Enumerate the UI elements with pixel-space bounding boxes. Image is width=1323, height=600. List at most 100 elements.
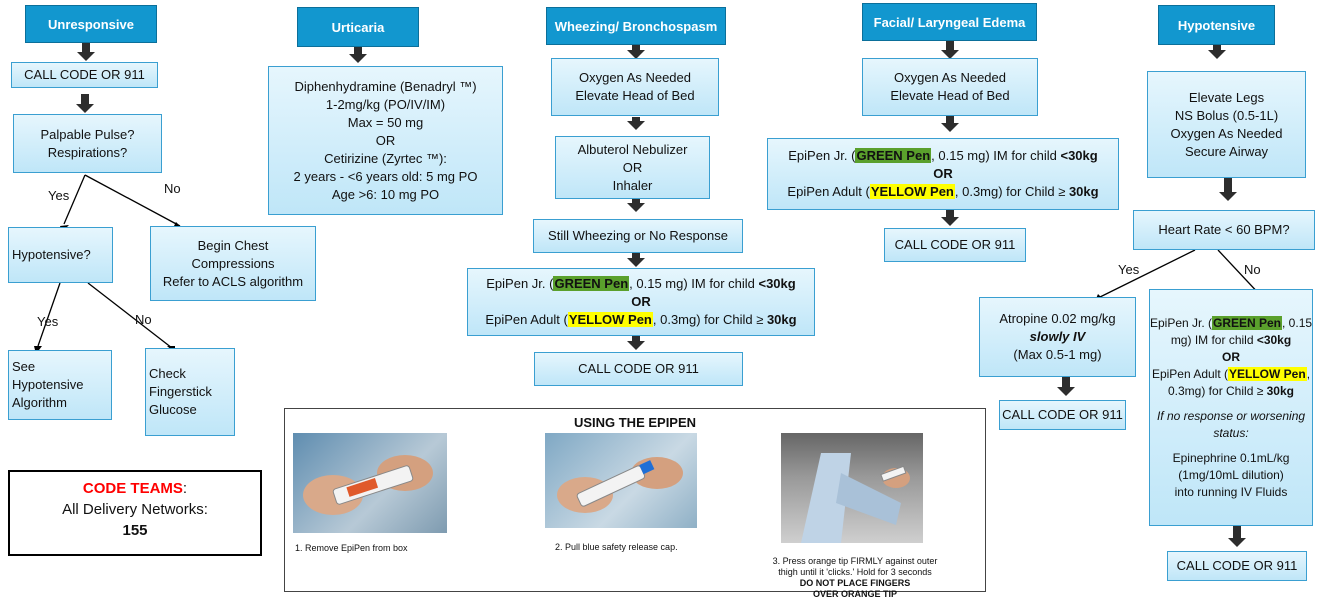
wheezing-epipen-box: EpiPen Jr. (GREEN Pen, 0.15 mg) IM for c… (467, 268, 815, 336)
no-response-line: status: (1213, 425, 1249, 440)
epipen-adult-post: , (1306, 366, 1311, 381)
using-epipen-panel: USING THE EPIPEN 1. Remove EpiPen from b… (284, 408, 986, 599)
yellow-pen-highlight: YELLOW Pen (567, 312, 653, 327)
pulse-question-line: Palpable Pulse? (40, 126, 135, 142)
albuterol-line: Inhaler (612, 177, 653, 193)
down-arrow (941, 41, 959, 59)
epipen-adult-pre: EpiPen Adult ( (485, 312, 568, 327)
hypo-first-line: Oxygen As Needed (1170, 125, 1283, 141)
down-arrow (77, 43, 95, 61)
step3-photo (781, 433, 923, 543)
down-arrow (1208, 45, 1226, 59)
branch-yes-line (63, 174, 86, 225)
facial-epipen-box: EpiPen Jr. (GREEN Pen, 0.15 mg) IM for c… (767, 138, 1119, 210)
no-label: No (1244, 262, 1261, 277)
atropine-line: Atropine 0.02 mg/kg (999, 311, 1116, 326)
epipen-adult-post: , 0.3mg) for Child ≥ (954, 184, 1069, 199)
wheezing-call-box: CALL CODE OR 911 (534, 352, 743, 386)
down-arrow (627, 199, 645, 212)
down-arrow (941, 116, 959, 132)
see-line: See (12, 359, 36, 374)
call-code-text: CALL CODE OR 911 (578, 361, 699, 376)
epipen-panel-title: USING THE EPIPEN (573, 415, 697, 430)
see-line: Hypotensive (12, 377, 84, 392)
epipen-jr-pre: EpiPen Jr. ( (1149, 315, 1212, 330)
epinephrine-line: into running IV Fluids (1174, 484, 1288, 499)
epipen-adult-pre2: 0.3mg) for Child ≥ (1168, 383, 1267, 398)
urticaria-line: OR (375, 132, 396, 148)
still-wheezing-box: Still Wheezing or No Response (533, 219, 743, 253)
yellow-pen-highlight: YELLOW Pen (1228, 366, 1307, 381)
no-label: No (135, 312, 152, 327)
urticaria-line: 1-2mg/kg (PO/IV/IM) (325, 96, 446, 112)
epipen-adult-weight: 30kg (1068, 184, 1099, 199)
epipen-jr-weight: <30kg (1256, 332, 1292, 347)
epipen-adult-line: EpiPen Adult (YELLOW Pen, (1152, 366, 1310, 383)
epipen-adult-pre: EpiPen Adult ( (787, 184, 870, 199)
atropine-box: Atropine 0.02 mg/kg slowly IV (Max 0.5-1… (979, 297, 1136, 377)
epipen-jr-weight: <30kg (1060, 148, 1098, 163)
facial-oxygen-box: Oxygen As Needed Elevate Head of Bed (862, 58, 1038, 116)
down-arrow (1228, 526, 1246, 547)
epipen-jr-pre2: mg) IM for child (1170, 332, 1257, 347)
step3-line: 3. Press orange tip FIRMLY against outer (772, 556, 938, 566)
yellow-pen-highlight: YELLOW Pen (869, 184, 955, 199)
code-teams-title: CODE TEAMS: (10, 478, 260, 499)
pulse-question-box: Palpable Pulse? Respirations? (13, 114, 162, 173)
green-pen-highlight: GREEN Pen (855, 148, 932, 163)
yes-label: Yes (1118, 262, 1140, 277)
hypo-first-line: NS Bolus (0.5-1L) (1174, 107, 1279, 123)
epipen-or: OR (1222, 349, 1240, 364)
header-facial: Facial/ Laryngeal Edema (862, 3, 1037, 41)
epipen-jr-post: , 0.15 (1282, 315, 1313, 330)
oxygen-line: Oxygen As Needed (893, 70, 1007, 85)
check-line: Glucose (149, 402, 197, 417)
oxygen-line: Oxygen As Needed (578, 70, 692, 85)
down-arrow (627, 45, 645, 59)
chest-line: Refer to ACLS algorithm (162, 273, 304, 289)
down-arrow (941, 210, 959, 226)
call-code-text: CALL CODE OR 911 (894, 237, 1016, 252)
oxygen-line: Elevate Head of Bed (890, 88, 1010, 103)
hypo-first-line: Elevate Legs (1188, 89, 1265, 105)
epipen-jr-line: EpiPen Jr. (GREEN Pen, 0.15 mg) IM for c… (486, 275, 796, 293)
epipen-jr-line2: mg) IM for child <30kg (1171, 332, 1291, 349)
check-glucose-box: Check Fingerstick Glucose (145, 348, 235, 436)
call-code-box: CALL CODE OR 911 (11, 62, 158, 88)
code-teams-number: 155 (122, 522, 148, 539)
code-teams-box: CODE TEAMS: All Delivery Networks: 155 (8, 470, 262, 556)
epipen-jr-pre: EpiPen Jr. ( (486, 276, 554, 291)
see-line: Algorithm (12, 395, 67, 410)
hypotensive-question-box: Hypotensive? (8, 227, 113, 283)
urticaria-line: Max = 50 mg (347, 114, 424, 130)
down-arrow (1219, 178, 1237, 201)
hands-epipen-icon (303, 455, 433, 515)
green-pen-highlight: GREEN Pen (553, 276, 630, 291)
facial-call-box: CALL CODE OR 911 (884, 228, 1026, 262)
epinephrine-line: Epinephrine 0.1mL/kg (1172, 450, 1290, 465)
heart-rate-box: Heart Rate < 60 BPM? (1133, 210, 1315, 250)
epipen-adult-line: EpiPen Adult (YELLOW Pen, 0.3mg) for Chi… (787, 183, 1099, 201)
chest-line: Compressions (191, 255, 275, 271)
down-arrow (627, 336, 645, 350)
hypo-first-line: Secure Airway (1184, 143, 1269, 159)
no-label: No (164, 181, 181, 196)
urticaria-line: Cetirizine (Zyrtec ™): (324, 150, 447, 166)
step3-warning: OVER ORANGE TIP (812, 589, 897, 599)
urticaria-line: 2 years - <6 years old: 5 mg PO (293, 168, 478, 184)
epinephrine-line: (1mg/10mL dilution) (1178, 467, 1284, 482)
epipen-jr-pre: EpiPen Jr. ( (788, 148, 856, 163)
albuterol-line: OR (622, 159, 643, 175)
hypotensive-epipen-box: EpiPen Jr. (GREEN Pen, 0.15 mg) IM for c… (1149, 289, 1313, 526)
atropine-line: slowly IV (1029, 329, 1086, 344)
epipen-jr-post: , 0.15 mg) IM for child (629, 276, 759, 291)
step2-caption: 2. Pull blue safety release cap. (555, 542, 678, 552)
atropine-call-box: CALL CODE OR 911 (999, 400, 1126, 430)
urticaria-treatment-box: Diphenhydramine (Benadryl ™) 1-2mg/kg (P… (268, 66, 503, 215)
call-code-text: CALL CODE OR 911 (1176, 558, 1298, 573)
no-response-line: If no response or worsening (1156, 408, 1306, 423)
epipen-adult-weight: 30kg (766, 312, 797, 327)
header-hypotensive: Hypotensive (1158, 5, 1275, 45)
albuterol-line: Albuterol Nebulizer (577, 141, 688, 157)
epipen-adult-line: EpiPen Adult (YELLOW Pen, 0.3mg) for Chi… (485, 311, 797, 329)
